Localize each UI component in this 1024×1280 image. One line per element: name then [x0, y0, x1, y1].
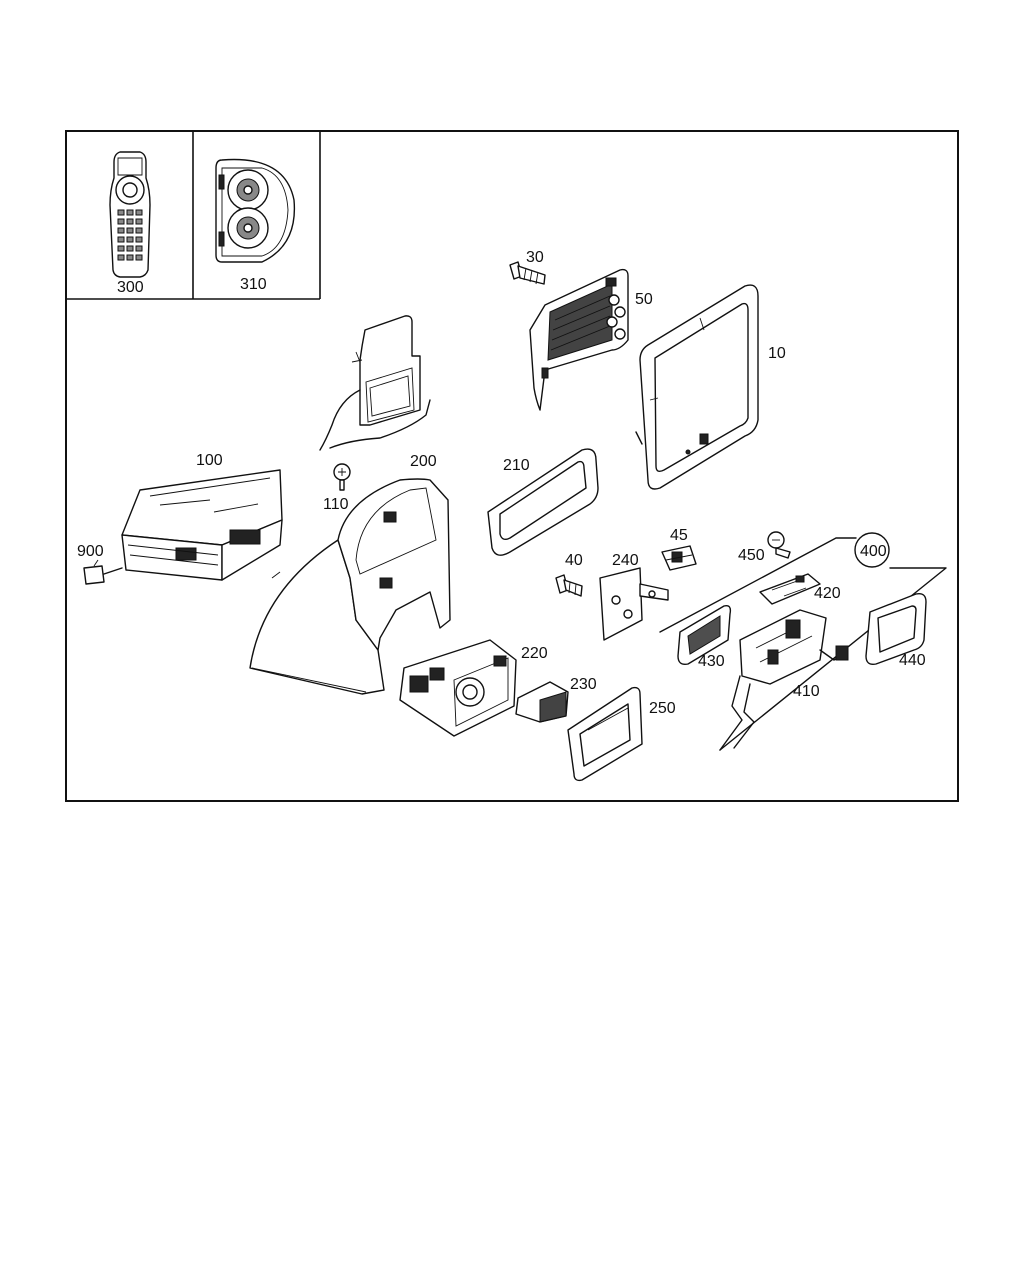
switch-module-220 [399, 639, 517, 737]
latch-420 [759, 573, 821, 605]
callout-300: 300 [117, 279, 144, 296]
tray-250 [567, 686, 643, 782]
callout-240: 240 [612, 552, 639, 569]
callout-450: 450 [738, 547, 765, 564]
assembly-400-group [659, 532, 947, 751]
leader-lines [93, 559, 99, 567]
grip-430 [677, 604, 732, 666]
callout-50: 50 [635, 291, 653, 308]
callout-440: 440 [899, 652, 926, 669]
callout-100: 100 [196, 452, 223, 469]
connector-900 [83, 565, 123, 585]
dvd-unit-part [121, 469, 283, 581]
callout-labels: 300 310 30 50 10 100 110 200 210 900 45 … [77, 249, 926, 717]
callout-250: 250 [649, 700, 676, 717]
callout-430: 430 [698, 653, 725, 670]
clip-45 [661, 545, 697, 571]
screw-40 [555, 574, 583, 597]
callout-30: 30 [526, 249, 544, 266]
screw-450 [767, 531, 791, 559]
bezel-440 [865, 592, 927, 666]
callout-40: 40 [565, 552, 583, 569]
callout-310: 310 [240, 276, 267, 293]
callout-210: 210 [503, 457, 530, 474]
callout-110: 110 [323, 496, 349, 513]
monitor-part [635, 284, 759, 490]
headrest-sketch [319, 315, 431, 451]
mechanism-410 [719, 609, 849, 751]
callout-900: 900 [77, 543, 104, 560]
diagram-frame [65, 130, 959, 802]
cup-230 [515, 681, 569, 723]
callout-10: 10 [768, 345, 786, 362]
console-part [249, 478, 451, 695]
callout-420: 420 [814, 585, 841, 602]
callout-220: 220 [521, 645, 548, 662]
callout-400: 400 [860, 543, 887, 560]
callout-230: 230 [570, 676, 597, 693]
callout-410: 410 [793, 683, 820, 700]
inset-boxes [66, 131, 321, 300]
bracket-240 [599, 567, 669, 641]
screw-30 [509, 261, 546, 285]
headphones-part [215, 158, 296, 263]
callout-45: 45 [670, 527, 688, 544]
callout-200: 200 [410, 453, 437, 470]
screw-110 [333, 463, 351, 491]
rear-cover-part [529, 268, 629, 411]
remote-control-part [109, 151, 151, 278]
trim-frame-part [487, 448, 599, 556]
